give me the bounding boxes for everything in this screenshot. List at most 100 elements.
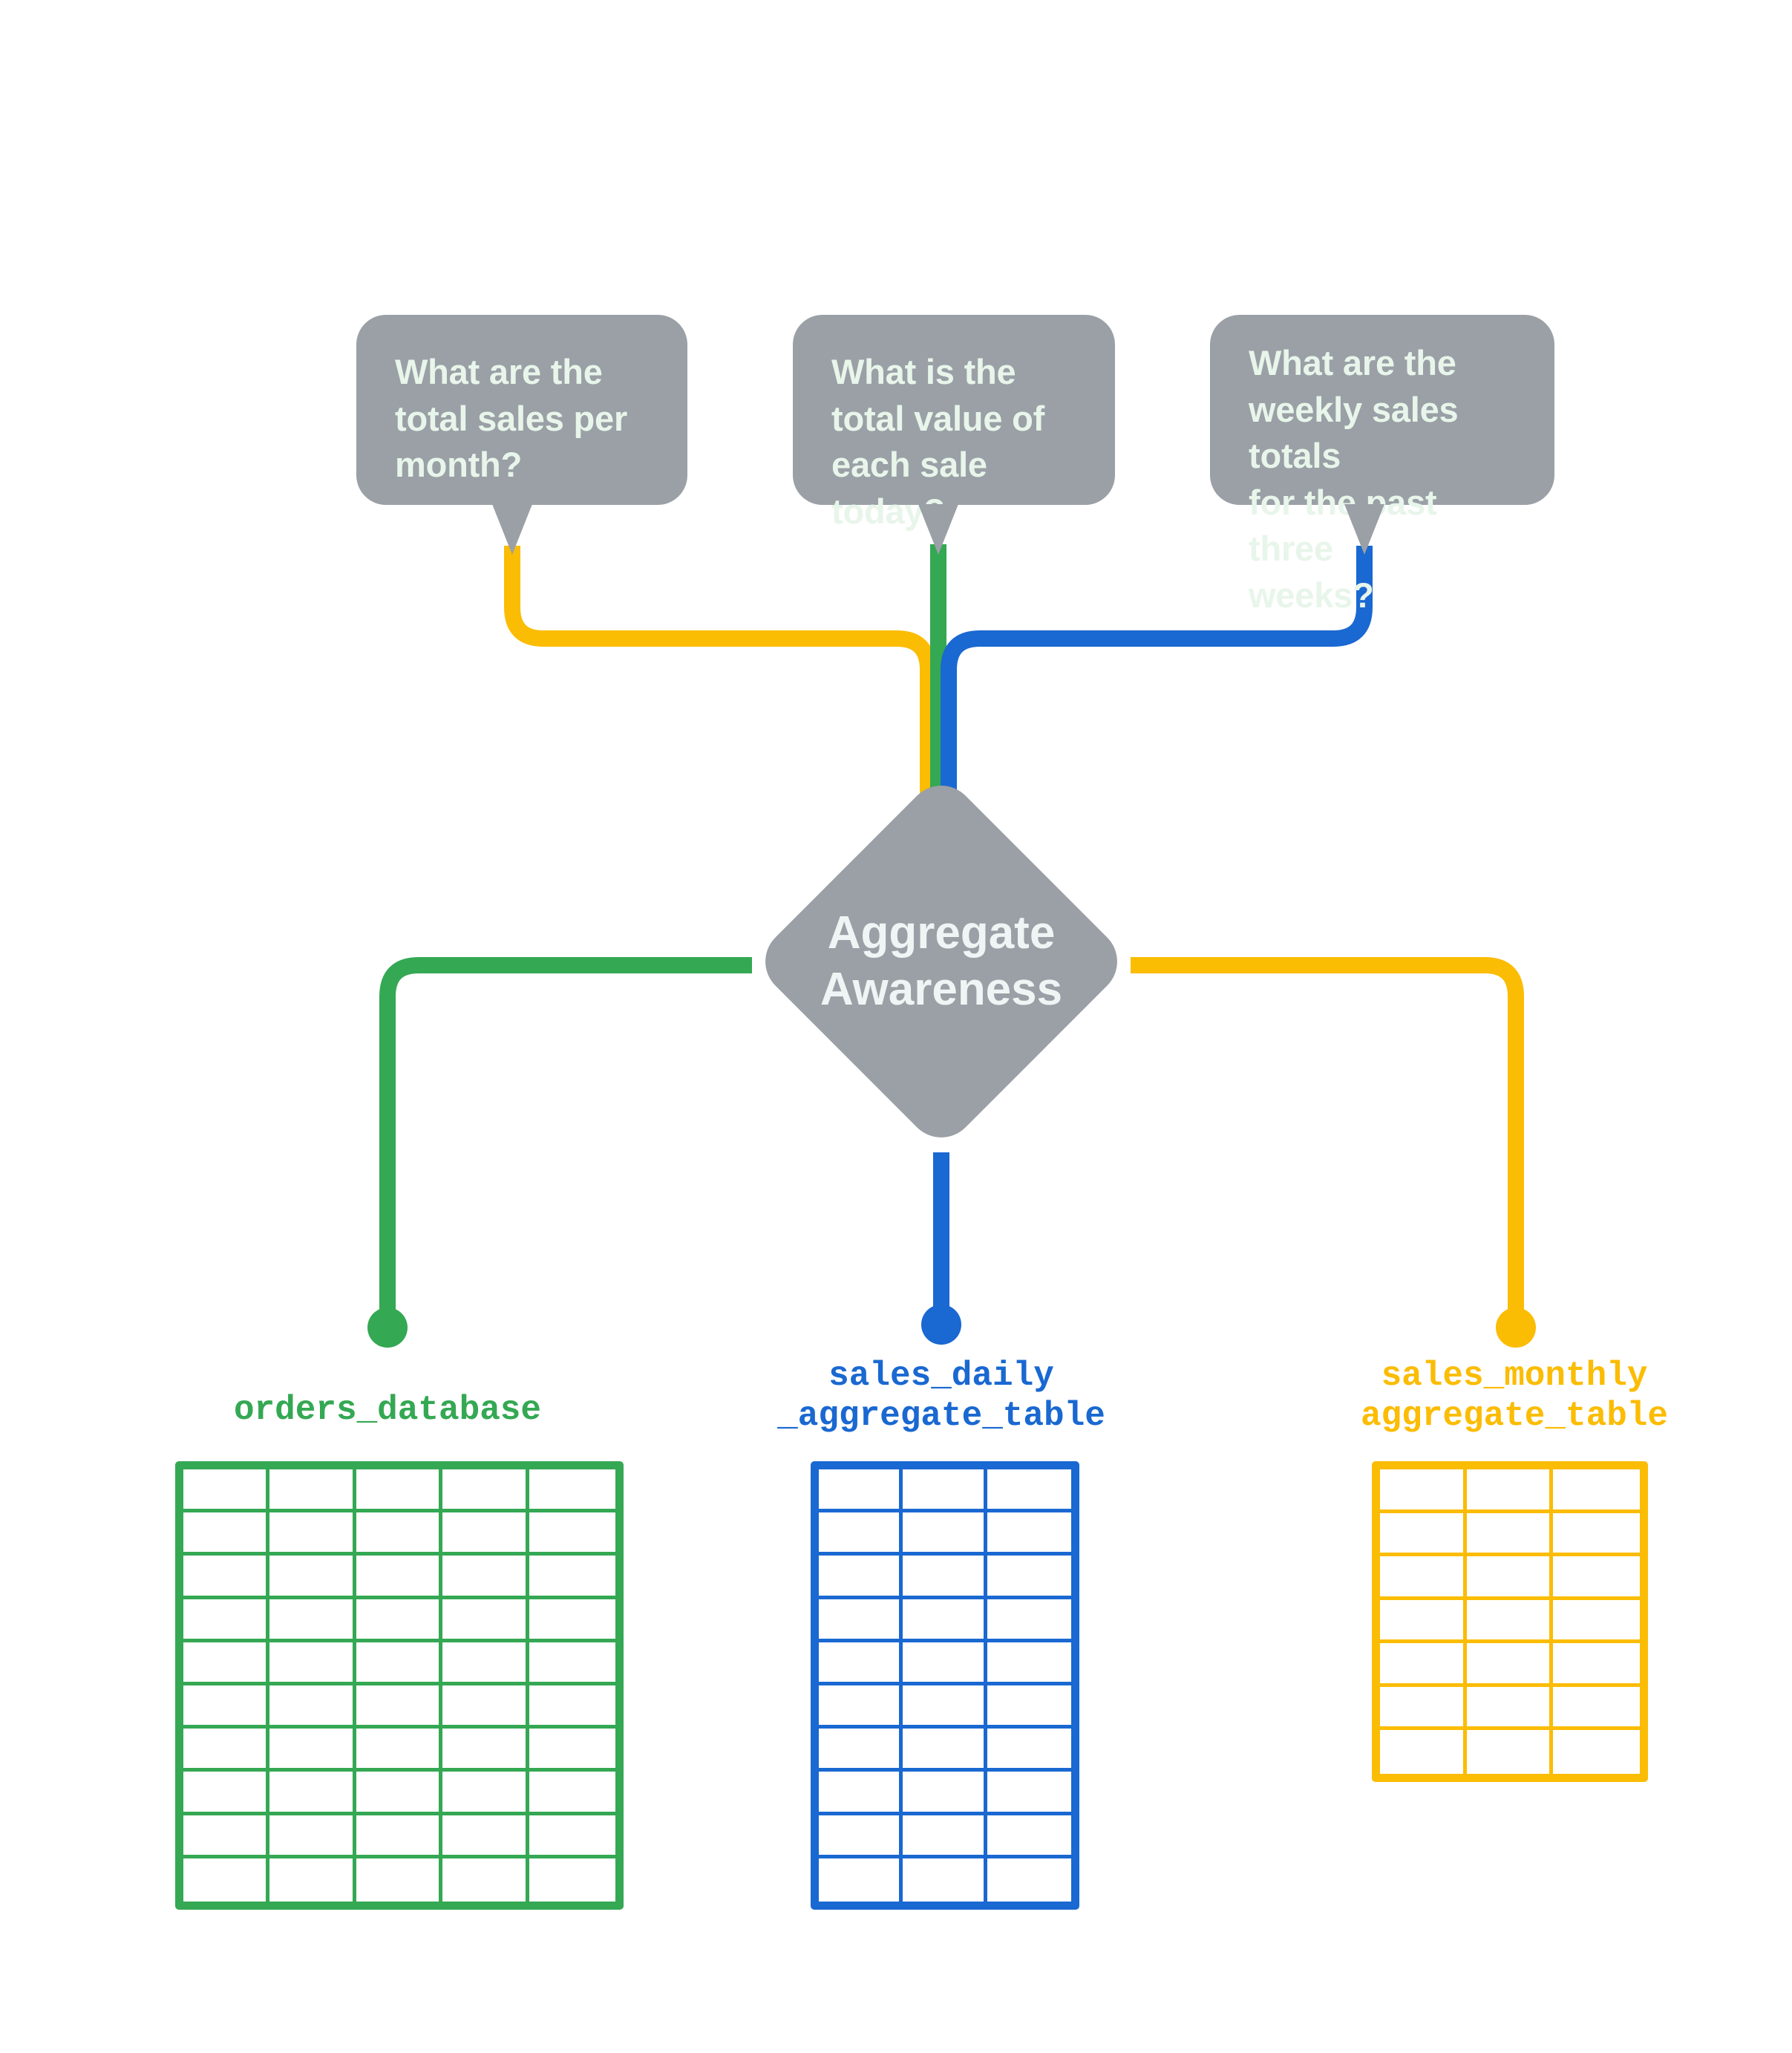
table-cell — [819, 1815, 903, 1858]
table-cell — [819, 1685, 903, 1729]
table-cell — [819, 1772, 903, 1815]
table-cell — [903, 1599, 987, 1642]
table-cell — [356, 1815, 443, 1858]
question-bubble-monthly-tail — [492, 504, 532, 555]
table-cell — [356, 1512, 443, 1556]
table-grid-sales-daily — [811, 1461, 1079, 1910]
endpoint-dot-green — [367, 1308, 408, 1348]
table-cell — [183, 1469, 270, 1513]
table-cell — [183, 1642, 270, 1685]
table-cell — [356, 1642, 443, 1685]
table-caption-sales-daily: sales_daily _aggregate_table — [777, 1357, 1105, 1436]
table-cell — [269, 1642, 356, 1685]
table-cell — [356, 1772, 443, 1815]
table-cell — [442, 1599, 529, 1642]
table-cell — [269, 1599, 356, 1642]
table-cell — [1553, 1469, 1640, 1513]
table-cell — [183, 1772, 270, 1815]
table-cell — [987, 1685, 1071, 1729]
question-bubble-weekly[interactable]: What are the weekly sales totals for the… — [1210, 315, 1554, 615]
table-cell — [1466, 1512, 1554, 1557]
table-cell — [442, 1772, 529, 1815]
aggregate-awareness-node[interactable]: Aggregate Awareness — [751, 771, 1131, 1152]
table-cell — [819, 1729, 903, 1772]
wire-amber-top — [504, 546, 936, 793]
table-cell — [529, 1772, 615, 1815]
endpoint-dot-amber — [1496, 1308, 1536, 1348]
table-cell — [269, 1512, 356, 1556]
table-cell — [1553, 1730, 1640, 1774]
table-cell — [987, 1599, 1071, 1642]
table-cell — [529, 1599, 615, 1642]
table-cell — [183, 1599, 270, 1642]
table-cell — [269, 1685, 356, 1729]
table-cell — [356, 1858, 443, 1902]
table-cell — [269, 1469, 356, 1513]
table-caption-sales-monthly: sales_monthly aggregate_table — [1360, 1357, 1669, 1436]
table-cell — [356, 1599, 443, 1642]
table-cell — [903, 1512, 987, 1556]
table-cell — [183, 1729, 270, 1772]
table-cell — [183, 1512, 270, 1556]
table-cell — [442, 1729, 529, 1772]
table-cell — [1380, 1512, 1467, 1557]
table-cell — [1380, 1686, 1467, 1731]
table-cell — [442, 1469, 529, 1513]
table-cell — [442, 1858, 529, 1902]
table-cell — [819, 1469, 903, 1513]
table-cell — [183, 1556, 270, 1599]
table-cell — [183, 1685, 270, 1729]
table-cell — [1380, 1556, 1467, 1600]
table-cell — [819, 1642, 903, 1685]
table-cell — [442, 1642, 529, 1685]
table-cell — [183, 1858, 270, 1902]
table-cell — [987, 1556, 1071, 1599]
question-bubble-daily-text: What is the total value of each sale tod… — [831, 352, 1045, 531]
table-cell — [356, 1685, 443, 1729]
wire-amber-bottom — [1131, 957, 1524, 1320]
wire-green-bottom — [379, 957, 752, 1320]
table-cell — [903, 1815, 987, 1858]
table-cell — [987, 1815, 1071, 1858]
table-cell — [529, 1815, 615, 1858]
table-cell — [1380, 1469, 1467, 1513]
table-cell — [987, 1469, 1071, 1513]
table-cell — [819, 1556, 903, 1599]
table-cell — [1466, 1469, 1554, 1513]
table-cell — [819, 1858, 903, 1902]
table-cell — [529, 1556, 615, 1599]
question-bubble-monthly-text: What are the total sales per month? — [395, 352, 628, 484]
table-cell — [819, 1512, 903, 1556]
question-bubble-monthly[interactable]: What are the total sales per month? — [356, 315, 687, 505]
table-cell — [1380, 1599, 1467, 1644]
table-cell — [1466, 1599, 1554, 1644]
table-cell — [442, 1556, 529, 1599]
table-grid-orders-database — [175, 1461, 624, 1910]
table-cell — [1466, 1556, 1554, 1600]
table-group-sales-daily[interactable]: sales_daily _aggregate_table — [748, 1356, 1134, 1910]
table-cell — [1380, 1643, 1467, 1687]
table-cell — [1553, 1599, 1640, 1644]
table-cell — [529, 1512, 615, 1556]
table-cell — [903, 1469, 987, 1513]
table-cell — [442, 1685, 529, 1729]
table-cell — [529, 1858, 615, 1902]
table-cell — [529, 1729, 615, 1772]
table-cell — [1380, 1730, 1467, 1774]
table-cell — [529, 1469, 615, 1513]
table-group-orders-database[interactable]: orders_database — [165, 1390, 624, 1910]
table-cell — [1553, 1686, 1640, 1731]
table-cell — [903, 1729, 987, 1772]
table-cell — [356, 1729, 443, 1772]
table-grid-sales-monthly — [1372, 1461, 1648, 1782]
table-cell — [269, 1858, 356, 1902]
question-bubble-daily-tail — [918, 504, 958, 555]
table-cell — [819, 1599, 903, 1642]
question-bubble-daily[interactable]: What is the total value of each sale tod… — [793, 315, 1115, 531]
table-group-sales-monthly[interactable]: sales_monthly aggregate_table — [1321, 1356, 1707, 1782]
question-bubble-weekly-tail — [1344, 504, 1384, 555]
aggregate-awareness-label: Aggregate Awareness — [820, 907, 1063, 1015]
table-cell — [987, 1729, 1071, 1772]
table-cell — [183, 1815, 270, 1858]
